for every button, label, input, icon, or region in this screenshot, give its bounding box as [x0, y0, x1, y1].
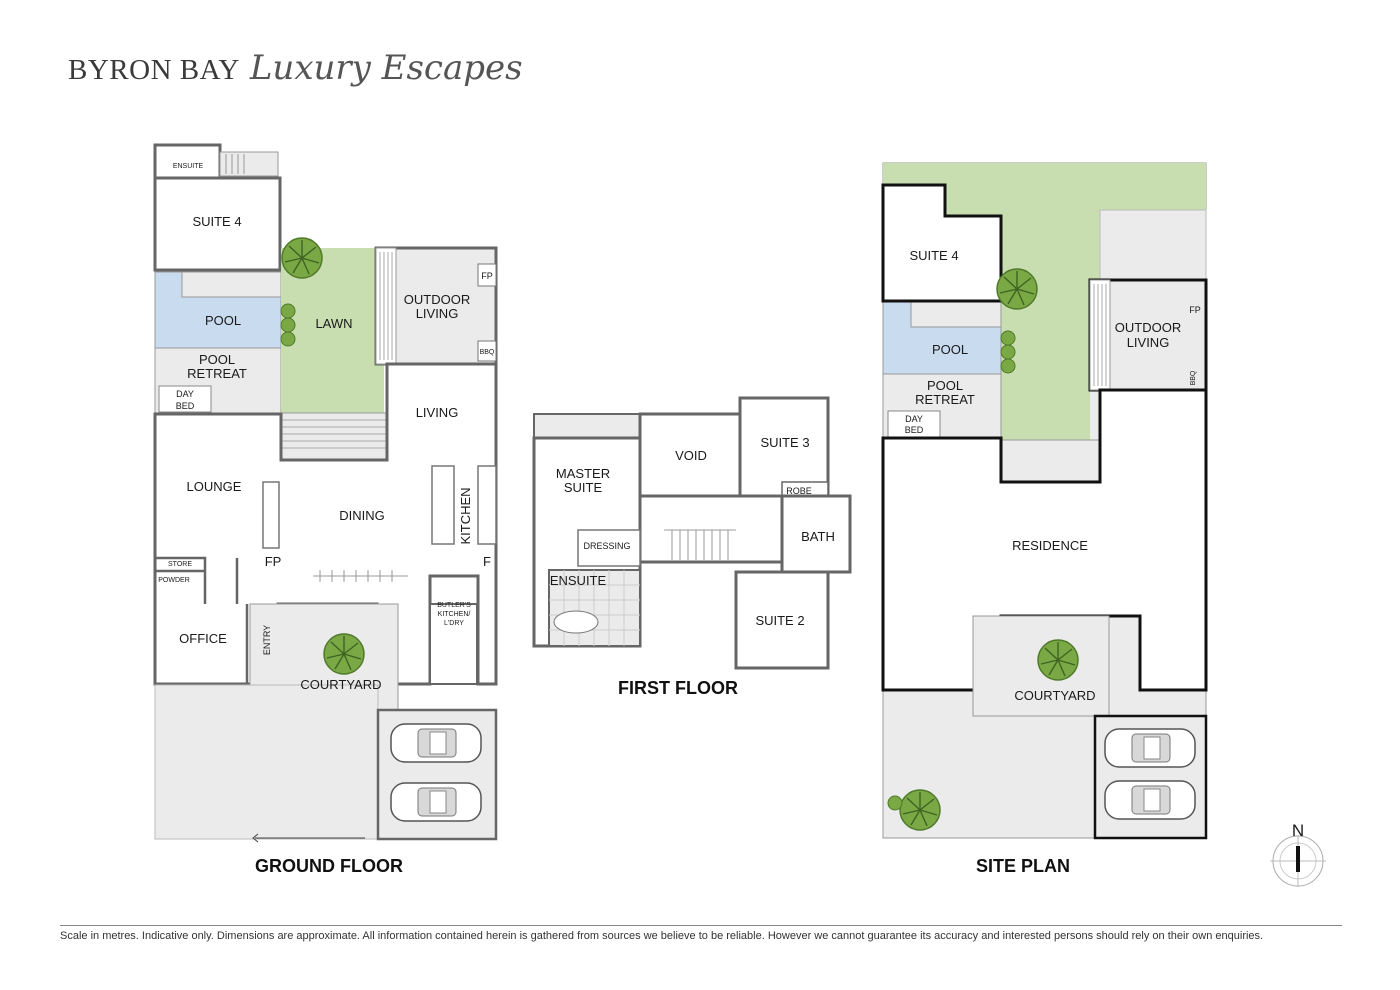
north-compass-icon: N — [1270, 821, 1326, 887]
ff-label-dressing: DRESSING — [583, 541, 630, 551]
gf-label-lounge: LOUNGE — [187, 479, 242, 494]
sp-label-bbq: BBQ — [1190, 370, 1197, 385]
gf-label-powder: POWDER — [158, 577, 190, 584]
ff-dressing — [577, 529, 641, 567]
ff-label-bath: BATH — [801, 529, 835, 544]
gf-ensuite-room — [153, 143, 222, 180]
gf-label-outdoor-living: LIVING — [416, 306, 459, 321]
site-plan — [881, 162, 1208, 840]
gf-label-daybed: DAY — [176, 389, 194, 399]
ff-bath — [780, 494, 852, 574]
ff-label-master-2: SUITE — [564, 480, 603, 495]
sp-shrub-icon — [1000, 358, 1016, 374]
gf-label-pool: POOL — [205, 313, 241, 328]
gf-label-suite4: SUITE 4 — [192, 214, 241, 229]
sp-label-outdoor: OUTDOOR — [1115, 320, 1181, 335]
first-floor-plan — [532, 396, 852, 670]
gf-label-fp-outdoor: FP — [481, 271, 493, 281]
gf-title: GROUND FLOOR — [255, 856, 403, 876]
gf-label-daybed-2: BED — [176, 401, 195, 411]
gf-label-store: STORE — [168, 561, 192, 568]
gf-courtyard-tree-icon — [323, 633, 365, 675]
gf-label-bbq: BBQ — [480, 349, 495, 356]
gf-label-butlers-3: L'DRY — [444, 620, 464, 627]
sp-label-pool: POOL — [932, 342, 968, 357]
sp-label-outdoor-living: LIVING — [1127, 335, 1170, 350]
sp-front-shrub-icon — [887, 795, 903, 811]
ff-label-void: VOID — [675, 448, 707, 463]
ff-label-master: MASTER — [556, 466, 610, 481]
gf-label-lawn: LAWN — [315, 316, 352, 331]
disclaimer-text: Scale in metres. Indicative only. Dimens… — [60, 930, 1264, 942]
ff-title: FIRST FLOOR — [618, 678, 738, 698]
site-plan-labels: SUITE 4 POOL OUTDOOR LIVING FP BBQ POOL … — [905, 248, 1201, 876]
sp-label-pool-retreat: POOL — [927, 378, 963, 393]
gf-steps — [219, 151, 279, 177]
ff-label-robe: ROBE — [786, 486, 812, 496]
sp-label-pool-retreat-2: RETREAT — [915, 392, 975, 407]
ff-label-suite2: SUITE 2 — [755, 613, 804, 628]
ground-floor-labels: ENSUITE SUITE 4 POOL LAWN OUTDOOR LIVING… — [158, 163, 495, 876]
sp-suite4-outline — [881, 183, 1003, 303]
gf-label-outdoor: OUTDOOR — [404, 292, 470, 307]
sp-label-daybed: DAY — [905, 414, 923, 424]
sp-label-daybed-2: BED — [905, 425, 924, 435]
gf-shrub-icon — [280, 303, 296, 319]
gf-label-fp: FP — [265, 554, 282, 569]
gf-tree-icon — [281, 237, 323, 279]
gf-label-pool-retreat: POOL — [199, 352, 235, 367]
gf-daybed — [158, 385, 212, 413]
sp-label-residence: RESIDENCE — [1012, 538, 1088, 553]
gf-label-courtyard: COURTYARD — [300, 677, 381, 692]
gf-label-office: OFFICE — [179, 631, 227, 646]
sp-daybed — [887, 410, 941, 438]
gf-label-butlers: BUTLER'S — [437, 602, 471, 609]
gf-label-pool-retreat-2: RETREAT — [187, 366, 247, 381]
gf-label-dining: DINING — [339, 508, 385, 523]
gf-label-kitchen: KITCHEN — [458, 487, 473, 544]
brand-logo: BYRON BAY Luxury Escapes — [68, 48, 523, 98]
gf-label-ensuite: ENSUITE — [173, 163, 204, 170]
gf-car-icon — [390, 782, 482, 822]
sp-title: SITE PLAN — [976, 856, 1070, 876]
gf-label-living: LIVING — [416, 405, 459, 420]
ff-label-suite3: SUITE 3 — [760, 435, 809, 450]
gf-shrub-icon — [280, 317, 296, 333]
sp-label-courtyard: COURTYARD — [1014, 688, 1095, 703]
gf-shrub-icon — [280, 331, 296, 347]
brand-name: BYRON BAY — [68, 54, 240, 86]
sp-tree-icon — [996, 268, 1038, 310]
gf-car-icon — [390, 723, 482, 763]
gf-front-yard — [154, 684, 379, 840]
brand-script: Luxury Escapes — [249, 48, 523, 88]
gf-label-butlers-2: KITCHEN/ — [438, 611, 471, 618]
footer-divider — [60, 925, 1342, 926]
sp-shrub-icon — [1000, 330, 1016, 346]
sp-car-icon — [1104, 728, 1196, 768]
first-floor-labels: MASTER SUITE VOID SUITE 3 ROBE BATH DRES… — [550, 435, 835, 698]
sp-courtyard-tree-icon — [1037, 639, 1079, 681]
sp-shrub-icon — [1000, 344, 1016, 360]
sp-label-fp: FP — [1189, 305, 1201, 315]
compass-label: N — [1292, 821, 1304, 840]
sp-front-tree-icon — [899, 789, 941, 831]
gf-suite4-room — [153, 176, 282, 272]
gf-label-f: F — [483, 554, 491, 569]
ff-label-ensuite: ENSUITE — [550, 573, 607, 588]
sp-label-suite4: SUITE 4 — [909, 248, 958, 263]
sp-car-icon — [1104, 780, 1196, 820]
gf-label-entry: ENTRY — [262, 625, 272, 655]
ff-landing — [638, 494, 784, 564]
ff-suite2 — [734, 570, 830, 670]
